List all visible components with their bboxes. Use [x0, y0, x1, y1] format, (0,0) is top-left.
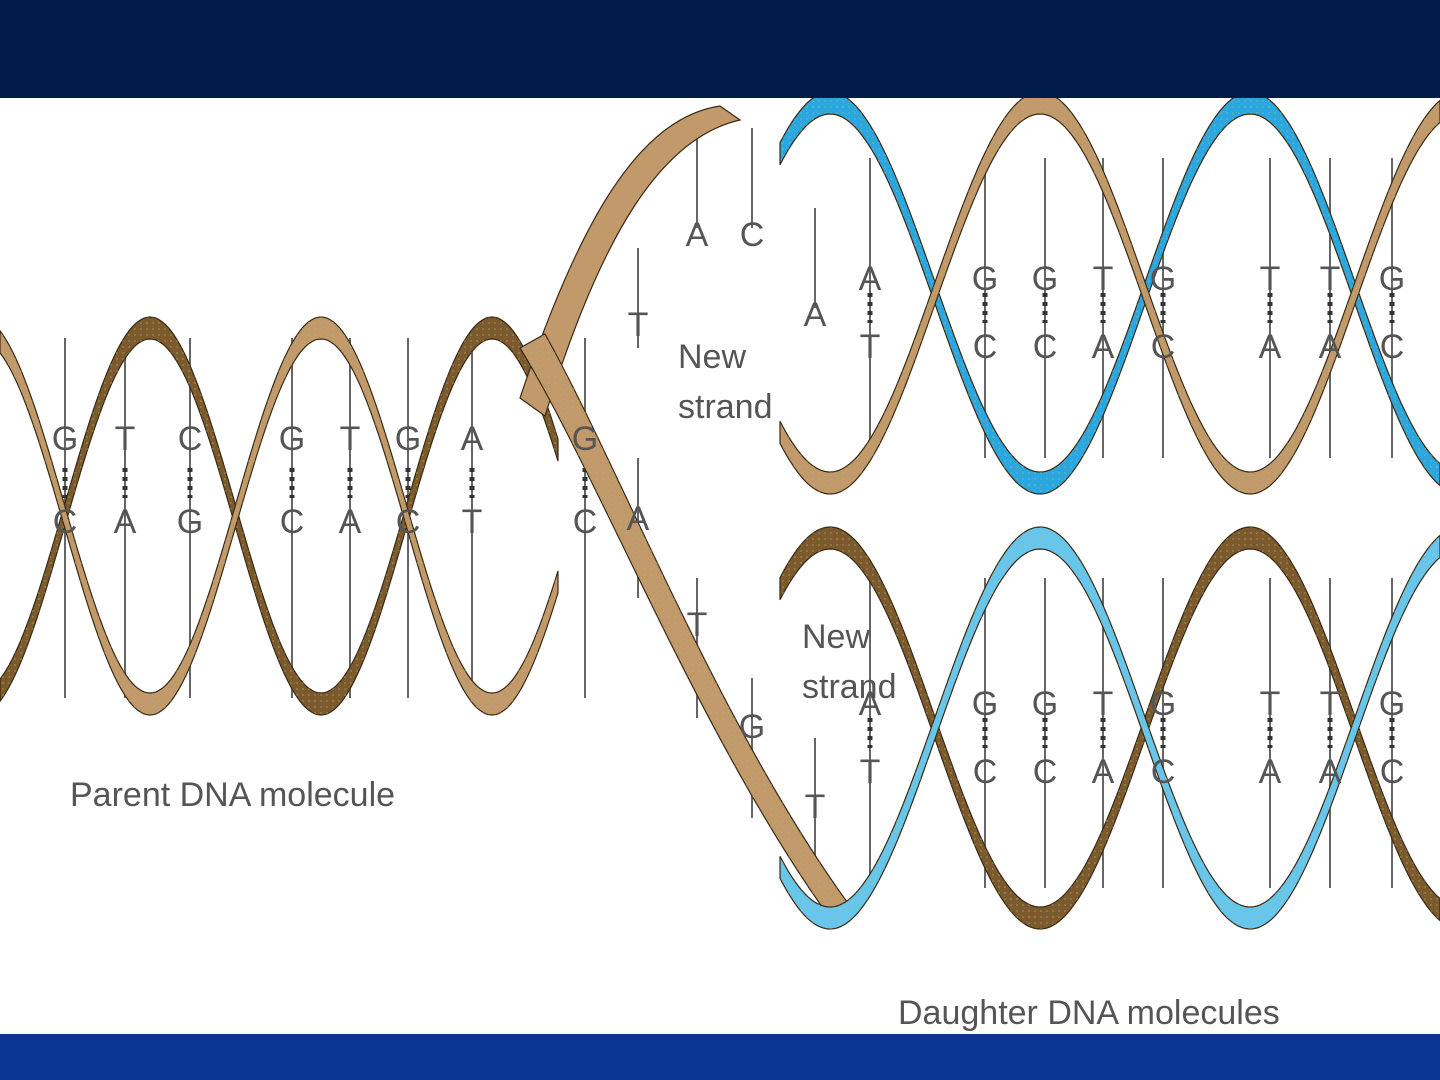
unpaired-upper-base-0: T [628, 306, 649, 344]
parent-base-top-1: T [115, 420, 136, 458]
parent-base-bottom-0: C [53, 503, 78, 541]
base-pair-rungs [65, 128, 1392, 888]
daughter-top-base-bottom-4: C [1151, 328, 1176, 366]
daughter-bottom-base-bottom-4: C [1151, 753, 1176, 791]
unpaired-upper-base-1: A [686, 216, 709, 254]
parent-base-bottom-7: C [573, 503, 598, 541]
unpaired-lower-base-2: G [739, 708, 765, 746]
daughter-top-base-bottom-1: C [973, 328, 998, 366]
daughter-top-base-top-3: T [1093, 260, 1114, 298]
daughter-bottom-base-bottom-1: C [973, 753, 998, 791]
daughter-bottom-base-bottom-7: C [1380, 753, 1405, 791]
daughter-bottom-base-bottom-6: A [1319, 753, 1342, 791]
daughter-top-base-bottom-0: T [860, 328, 881, 366]
daughter-bottom-base-top-4: G [1150, 685, 1176, 723]
daughter-top-base-top-2: G [1032, 260, 1058, 298]
new-strand-bottom-label-2: strand [802, 668, 897, 706]
title-bar [0, 0, 1440, 98]
daughter-bottom-base-bottom-2: C [1033, 753, 1058, 791]
parent-base-top-5: G [395, 420, 421, 458]
daughter-label: Daughter DNA molecules [898, 994, 1280, 1032]
daughter-top-base-bottom-2: C [1033, 328, 1058, 366]
unpaired-upper-base-2: C [740, 216, 765, 254]
daughter-top-base-bottom-7: C [1380, 328, 1405, 366]
parent-base-top-0: G [52, 420, 78, 458]
daughter-top-base-top-6: T [1320, 260, 1341, 298]
daughter-top-base-bottom-5: A [1259, 328, 1282, 366]
daughter-top-base-bottom-3: A [1092, 328, 1115, 366]
daughter-bottom-base-top-6: T [1320, 685, 1341, 723]
daughter-bottom-base-top-3: T [1093, 685, 1114, 723]
new-strand-top-label-1: New [678, 338, 746, 376]
daughter-top-base-top-0: A [859, 260, 882, 298]
parent-base-top-3: G [279, 420, 305, 458]
daughter-bottom-base-top-2: G [1032, 685, 1058, 723]
parent-base-top-4: T [340, 420, 361, 458]
parent-base-bottom-6: T [462, 503, 483, 541]
daughter-top-base-top-1: G [972, 260, 998, 298]
parent-base-bottom-4: A [339, 503, 362, 541]
parent-base-top-6: A [461, 420, 484, 458]
daughter-bottom-base-bottom-3: A [1092, 753, 1115, 791]
new-strand-top-label-2: strand [678, 388, 773, 426]
unpaired-lower-base-1: T [687, 606, 708, 644]
parent-base-bottom-5: C [396, 503, 421, 541]
parent-label: Parent DNA molecule [70, 776, 395, 814]
daughter-bottom-base-bottom-0: T [860, 753, 881, 791]
footer-bar [0, 1034, 1440, 1080]
daughter-top-base-bottom-6: A [1319, 328, 1342, 366]
daughter-bottom-base-top-1: G [972, 685, 998, 723]
new-strand-bottom-label-1: New [802, 618, 870, 656]
daughter-top-base-top-5: T [1260, 260, 1281, 298]
unpaired-lower-base-0: A [627, 500, 650, 538]
daughter-top-base-top-7: G [1379, 260, 1405, 298]
daughter-bottom-base-bottom-5: A [1259, 753, 1282, 791]
daughter-bottom-base-top-5: T [1260, 685, 1281, 723]
daughter-bottom-base-top-7: G [1379, 685, 1405, 723]
parent-base-top-2: C [178, 420, 203, 458]
parent-base-bottom-3: C [280, 503, 305, 541]
parent-base-bottom-2: G [177, 503, 203, 541]
parent-base-bottom-1: A [114, 503, 137, 541]
parent-base-top-7: G [572, 420, 598, 458]
unpaired-upper-base-3: A [804, 296, 827, 334]
daughter-top-base-top-4: G [1150, 260, 1176, 298]
unpaired-lower-base-3: T [805, 788, 826, 826]
